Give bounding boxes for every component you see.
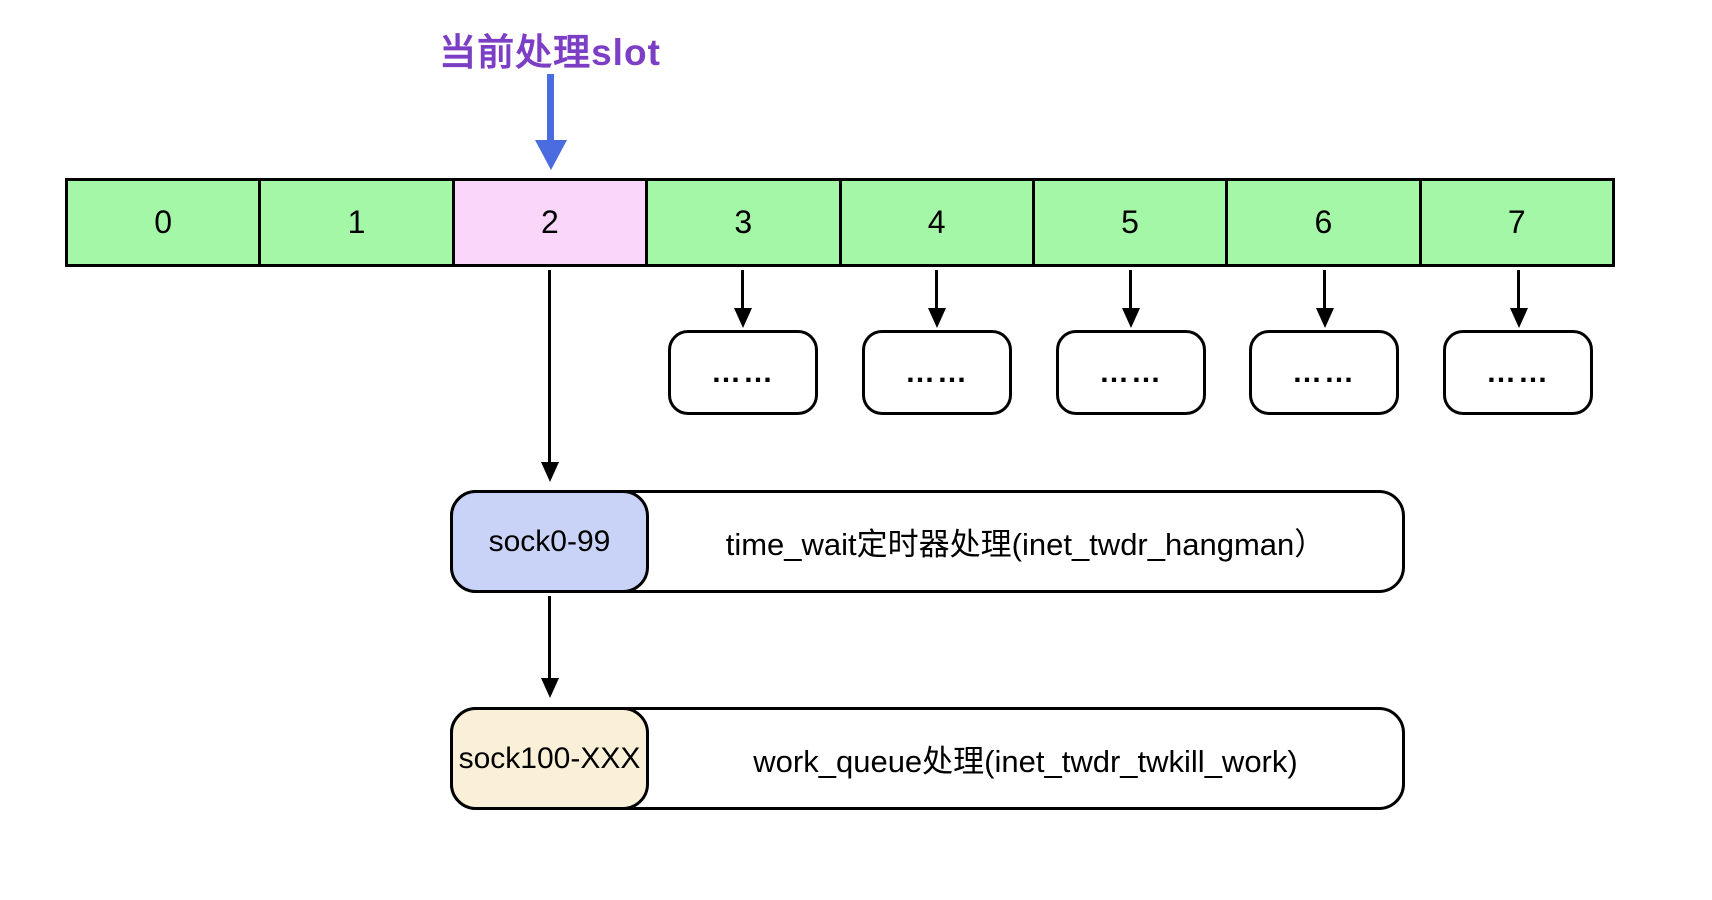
slot6-arrow-stem — [1323, 270, 1326, 308]
slot2-arrow-head — [541, 462, 559, 482]
slot6-arrow-head — [1316, 308, 1334, 328]
slot-cell-7: 7 — [1421, 181, 1612, 264]
dots-box-slot6: …… — [1249, 330, 1399, 415]
slot2-arrow-stem — [548, 270, 551, 462]
slot-cell-2: 2 — [454, 181, 649, 264]
slot7-arrow-head — [1510, 308, 1528, 328]
stage1-to-stage2-arrow-head — [541, 678, 559, 698]
stage2-tag: sock100-XXX — [450, 707, 649, 810]
slot3-arrow-head — [734, 308, 752, 328]
slot-row: 0 1 2 3 4 5 6 7 — [65, 178, 1615, 267]
stage2-box: sock100-XXX work_queue处理(inet_twdr_twkil… — [450, 707, 1405, 810]
stage1-box: sock0-99 time_wait定时器处理(inet_twdr_hangma… — [450, 490, 1405, 593]
dots-box-slot7: …… — [1443, 330, 1593, 415]
slot-cell-4: 4 — [841, 181, 1035, 264]
slot4-arrow-head — [928, 308, 946, 328]
slot-cell-5: 5 — [1034, 181, 1229, 264]
slot7-arrow-stem — [1517, 270, 1520, 308]
slot3-arrow-stem — [741, 270, 744, 308]
dots-box-slot5: …… — [1056, 330, 1206, 415]
stage1-to-stage2-arrow-stem — [548, 596, 551, 678]
slot4-arrow-stem — [935, 270, 938, 308]
current-slot-arrow-stem — [547, 74, 554, 140]
slot5-arrow-head — [1122, 308, 1140, 328]
current-slot-arrow-head — [535, 140, 567, 170]
stage1-description: time_wait定时器处理(inet_twdr_hangman） — [725, 527, 1326, 562]
slot-cell-6: 6 — [1228, 181, 1422, 264]
slot-cell-1: 1 — [261, 181, 455, 264]
stage1-tag: sock0-99 — [450, 490, 649, 593]
current-slot-title: 当前处理slot — [439, 32, 661, 73]
dots-box-slot4: …… — [862, 330, 1012, 415]
slot-cell-3: 3 — [648, 181, 842, 264]
slot5-arrow-stem — [1129, 270, 1132, 308]
slot-cell-0: 0 — [68, 181, 262, 264]
stage2-description: work_queue处理(inet_twdr_twkill_work) — [753, 744, 1298, 779]
dots-box-slot3: …… — [668, 330, 818, 415]
